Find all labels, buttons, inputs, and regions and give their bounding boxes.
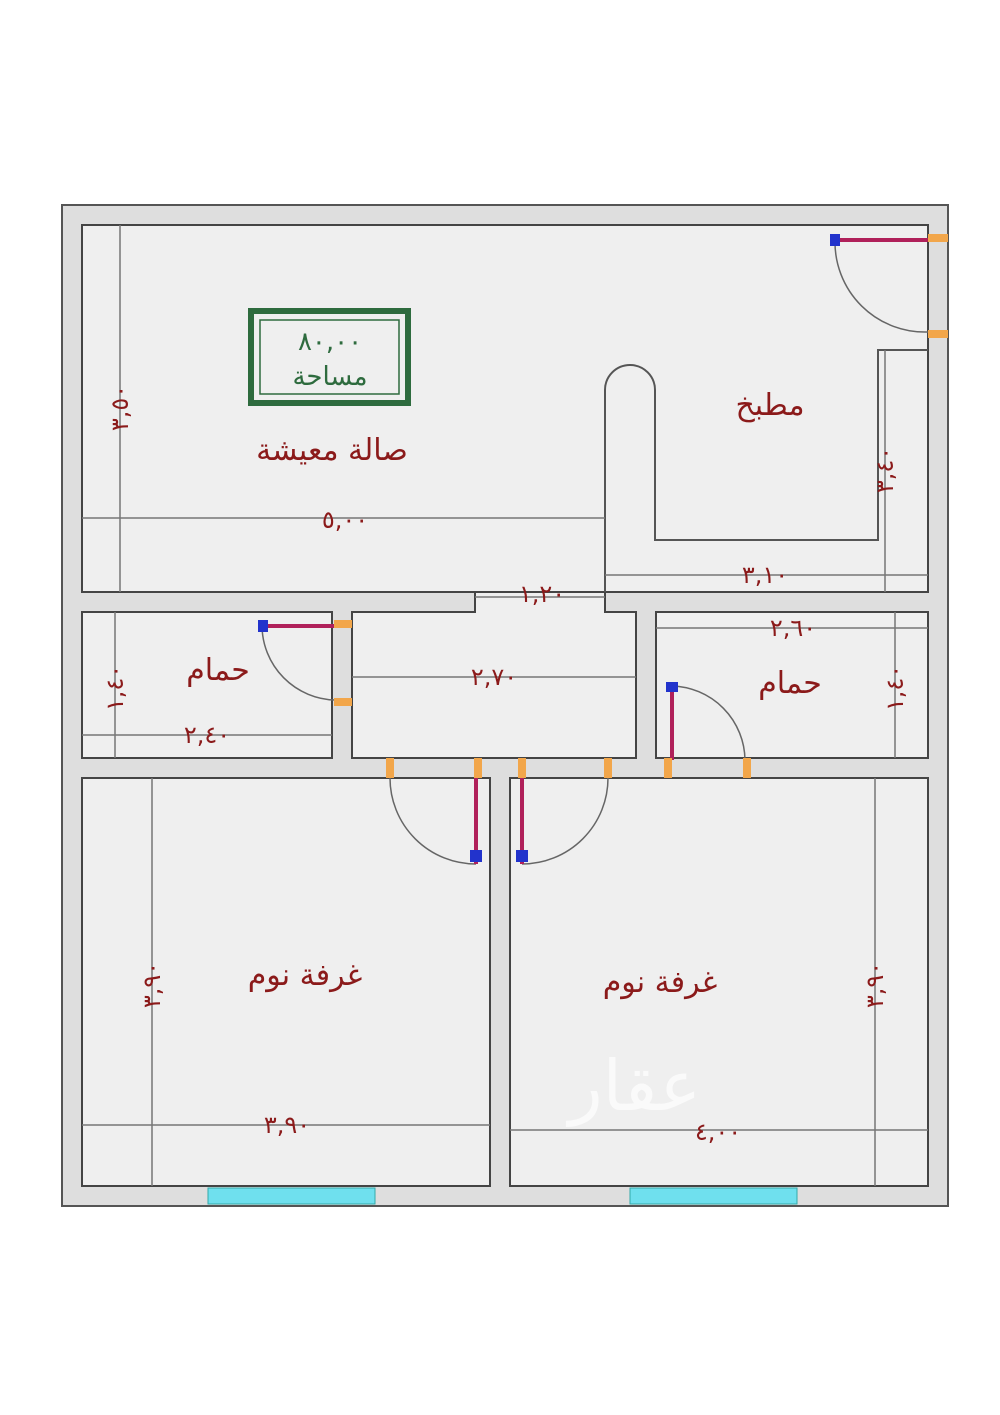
kitchen-counter	[604, 349, 928, 592]
dim-bedroom-right-height: ٣,٩٠	[861, 962, 889, 1008]
dimension-lines	[82, 225, 928, 1186]
door-bedroom-left	[386, 758, 482, 865]
watermark-logo: عقار	[566, 1045, 701, 1127]
dim-corridor-opening: ١,٢٠	[519, 580, 565, 608]
dim-kitchen-height: ٣,٤٠	[871, 447, 899, 493]
bedroom-left	[81, 777, 491, 1187]
dim-corridor-width: ٢,٧٠	[471, 663, 517, 691]
dim-bath-left-width: ٢,٤٠	[184, 721, 230, 749]
dim-bedroom-left-height: ٣,٩٠	[138, 962, 166, 1008]
door-kitchen	[830, 234, 948, 338]
window-bedroom-right	[629, 1187, 798, 1205]
dim-living-width: ٥,٠٠	[322, 506, 368, 534]
area-value: ٨٠,٠٠	[298, 327, 362, 357]
area-box: ٨٠,٠٠ مساحة	[248, 308, 411, 406]
dim-living-height: ٣,٥٠	[106, 385, 134, 431]
dim-bath-right-width: ٢,٦٠	[770, 614, 816, 642]
door-bath-left	[258, 620, 352, 706]
door-bath-right	[664, 682, 751, 778]
area-label: مساحة	[292, 362, 367, 392]
corridor	[351, 591, 637, 759]
dim-bedroom-right-width: ٤,٠٠	[695, 1118, 741, 1146]
label-living: صالة معيشة	[256, 433, 408, 468]
dim-kitchen-width: ٣,١٠	[742, 561, 788, 589]
corridor-opening	[477, 593, 603, 613]
dim-bath-right-height: ١,٤٠	[881, 665, 909, 711]
window-bedroom-left	[207, 1187, 376, 1205]
label-bedroom-right: غرفة نوم	[603, 965, 718, 1000]
label-bath-left: حمام	[186, 653, 250, 688]
door-bedroom-right	[516, 758, 612, 865]
dim-bath-left-height: ١,٤٠	[101, 665, 129, 711]
label-bath-right: حمام	[758, 666, 822, 701]
label-bedroom-left: غرفة نوم	[248, 958, 363, 993]
bath-left	[81, 611, 333, 759]
label-kitchen: مطبخ	[735, 388, 804, 423]
bedroom-right	[509, 777, 929, 1187]
dim-bedroom-left-width: ٣,٩٠	[264, 1111, 310, 1139]
bath-right	[655, 611, 929, 759]
